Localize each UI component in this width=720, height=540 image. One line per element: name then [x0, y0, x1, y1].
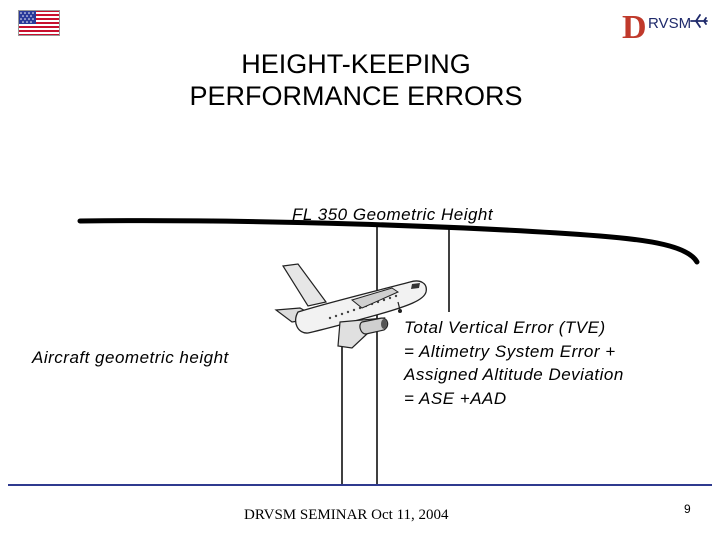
page-number: 9	[684, 502, 691, 516]
tve-description: Total Vertical Error (TVE) = Altimetry S…	[404, 316, 624, 410]
page-title: HEIGHT-KEEPING PERFORMANCE ERRORS	[0, 48, 712, 112]
tve-line-4: = ASE +AAD	[404, 388, 507, 408]
title-line-1: HEIGHT-KEEPING	[241, 49, 471, 79]
tve-line-1: Total Vertical Error (TVE)	[404, 318, 606, 337]
tve-line-2: = Altimetry System Error +	[404, 341, 616, 361]
footer-text: DRVSM SEMINAR Oct 11, 2004	[244, 507, 449, 523]
footer-rule	[8, 484, 712, 486]
geometric-height-curve	[77, 218, 700, 265]
tve-line-3: Assigned Altitude Deviation	[404, 365, 624, 384]
flight-level-label: FL 350 Geometric Height	[292, 205, 494, 224]
title-line-2: PERFORMANCE ERRORS	[189, 81, 523, 111]
drvsm-logo: D RVSM	[622, 10, 712, 46]
logo-letter: D	[622, 9, 647, 46]
airplane-illustration	[274, 263, 427, 349]
aircraft-geometric-height-label: Aircraft geometric height	[32, 348, 229, 367]
airplane-icon	[690, 14, 708, 28]
logo-text: RVSM	[648, 15, 692, 32]
us-flag-icon	[18, 10, 60, 36]
